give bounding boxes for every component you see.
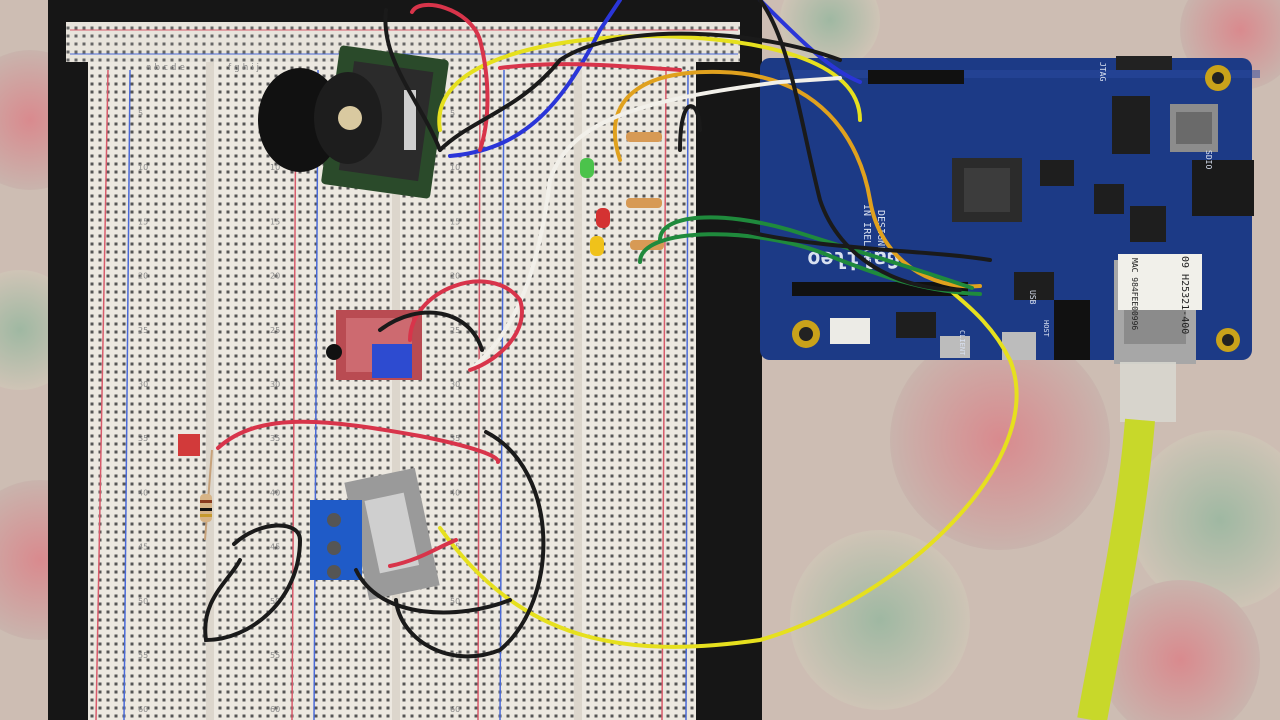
silk-usb: USB	[1028, 290, 1037, 305]
wire-black	[354, 568, 512, 615]
row-number-label: 55	[270, 651, 280, 660]
row-number-label: 45	[270, 543, 280, 552]
column-letters-left: a b c d e	[146, 63, 185, 73]
silk-jtag: JTAG	[1098, 62, 1107, 81]
row-number-label: 15	[138, 217, 148, 226]
row-number-label: 60	[270, 705, 280, 714]
wire-white	[468, 76, 842, 372]
audio-jack[interactable]	[1054, 300, 1090, 360]
relay-module	[310, 467, 440, 601]
row-number-label: 10	[138, 163, 148, 172]
wire-green	[658, 215, 974, 290]
wire-red	[408, 279, 524, 372]
label-id: 09 H25321-400	[1179, 256, 1190, 334]
row-number-label: 15	[450, 217, 460, 226]
row-number-label: 35	[138, 434, 148, 443]
wire-black	[738, 228, 992, 262]
wire-black	[203, 523, 303, 643]
mac-label-sticker	[1118, 254, 1202, 310]
row-number-label: 40	[138, 488, 148, 497]
row-number-label: 60	[450, 705, 460, 714]
row-number-label: 25	[450, 326, 460, 335]
wire-black	[758, 0, 962, 292]
wire-red	[216, 419, 500, 464]
wire-black	[378, 310, 484, 352]
row-number-label: 55	[138, 651, 148, 660]
light-sensor	[178, 434, 213, 541]
row-number-label: 40	[450, 488, 460, 497]
rail-lines	[95, 69, 689, 720]
board-designed-line2: IN IRELAND	[861, 204, 872, 264]
row-number-label: 10	[450, 163, 460, 172]
silk-client: CLIENT	[958, 330, 966, 356]
wire-red	[498, 62, 682, 72]
row-number-label: 35	[450, 434, 460, 443]
wire-black	[394, 430, 546, 659]
ethernet-cable	[1077, 362, 1176, 720]
wire-black	[438, 31, 842, 152]
row-number-label: 60	[138, 705, 148, 714]
silk-host: HOST	[1042, 320, 1050, 338]
row-number-label: 10	[270, 163, 280, 172]
joystick-module	[258, 45, 449, 199]
row-number-label: 30	[138, 380, 148, 389]
row-number-label: 25	[270, 326, 280, 335]
sensor-module	[326, 310, 422, 380]
row-number-label: 30	[450, 380, 460, 389]
wire-black	[383, 8, 442, 152]
row-number-label: 40	[270, 488, 280, 497]
led-group	[580, 132, 664, 256]
row-number-label: 20	[270, 272, 280, 281]
power-barrel-jack[interactable]	[1192, 160, 1254, 216]
row-number-label: 5	[138, 109, 143, 118]
row-number-label: 30	[270, 380, 280, 389]
row-number-label: 5	[450, 109, 455, 118]
wire-red	[388, 538, 458, 568]
row-number-label: 15	[270, 217, 280, 226]
silk-sdio: SDIO	[1204, 150, 1213, 169]
row-number-label: 25	[138, 326, 148, 335]
row-number-label: 45	[138, 543, 148, 552]
row-number-label: 20	[450, 272, 460, 281]
row-number-label: 50	[450, 597, 460, 606]
column-letters-right: f g h i j	[228, 63, 259, 73]
row-number-label: 50	[138, 597, 148, 606]
label-mac: MAC 984FEE00996	[1130, 258, 1139, 330]
wire-yellow	[438, 288, 1019, 649]
jumper-wires	[203, 0, 1019, 659]
galileo-board: Galileo DESIGNED IN IRELAND JTAG SDIO US…	[760, 56, 1260, 364]
row-number-label: 35	[270, 434, 280, 443]
row-number-label: 20	[138, 272, 148, 281]
wire-black	[678, 104, 702, 152]
row-number-label: 50	[270, 597, 280, 606]
usb-client-port[interactable]	[940, 336, 970, 358]
